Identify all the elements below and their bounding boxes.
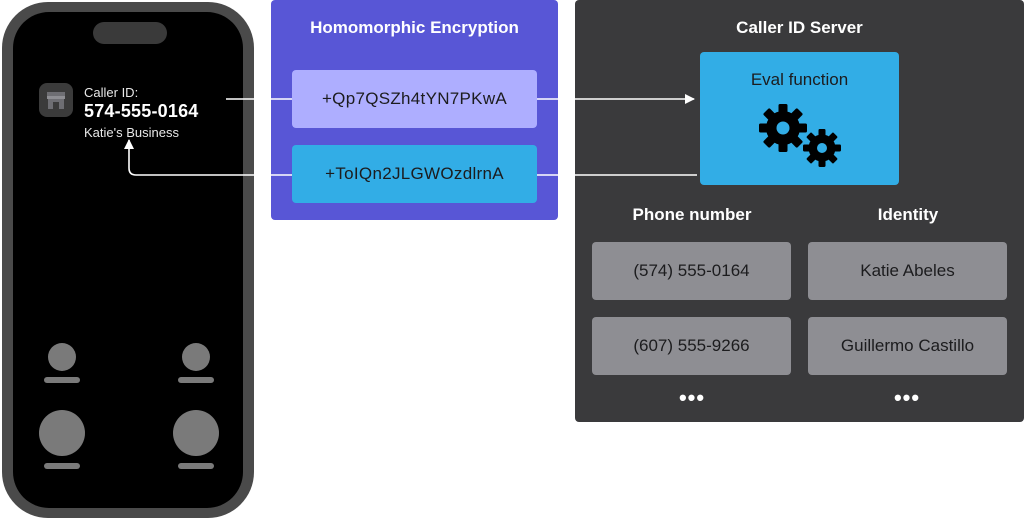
storefront-icon [39,83,73,117]
column-header-identity: Identity [877,205,939,224]
eval-function-box: Eval function [700,52,899,185]
phone-screen: Caller ID: 574-555-0164 Katie's Business [13,12,243,508]
dynamic-island [93,22,167,44]
eval-label: Eval function [750,70,849,89]
arrow-response-to-phone [124,139,292,176]
response-ciphertext: +ToIQn2JLGWOzdlrnA [292,145,537,203]
table-cell-phone: (574) 555-0164 [592,242,791,300]
encryption-title: Homomorphic Encryption [310,18,519,37]
query-ciphertext: +Qp7QSZh4tYN7PKwA [292,70,537,128]
phone-frame: Caller ID: 574-555-0164 Katie's Business [2,2,254,518]
caller-name: Katie's Business [84,125,179,140]
server-panel: Caller ID Server Eval function [575,0,1024,422]
table-cell-identity: Guillermo Castillo [808,317,1007,375]
placeholder-label [178,463,214,469]
table-cell-phone: (607) 555-9266 [592,317,791,375]
more-rows-indicator: ••• [893,385,921,410]
placeholder-label [44,463,80,469]
placeholder-avatar [182,343,210,371]
server-title: Caller ID Server [736,18,863,37]
encryption-panel: Homomorphic Encryption +Qp7QSZh4tYN7PKwA… [271,0,558,220]
table-cell-identity: Katie Abeles [808,242,1007,300]
gears-icon [759,104,841,167]
placeholder-avatar [48,343,76,371]
placeholder-label [178,377,214,383]
placeholder-label [44,377,80,383]
placeholder-button [39,410,85,456]
caller-number: 574-555-0164 [84,101,199,121]
placeholder-button [173,410,219,456]
caller-id-label: Caller ID: [84,85,139,100]
column-header-phone: Phone number [632,205,752,224]
more-rows-indicator: ••• [678,385,706,410]
